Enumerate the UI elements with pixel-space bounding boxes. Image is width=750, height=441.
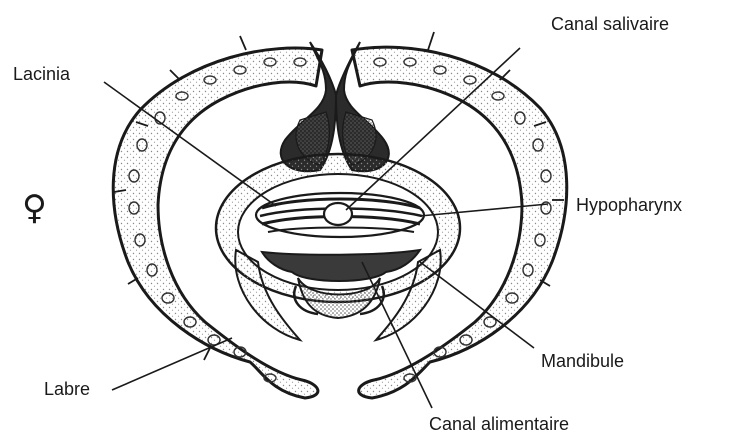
- leader-labre: [112, 338, 232, 390]
- label-canal-salivaire: Canal salivaire: [551, 14, 669, 34]
- label-labre: Labre: [44, 379, 90, 399]
- female-symbol-icon: ♀: [22, 190, 47, 226]
- label-mandibule: Mandibule: [541, 351, 624, 371]
- label-hypopharynx: Hypopharynx: [576, 195, 682, 215]
- label-canal-alimentaire: Canal alimentaire: [429, 414, 569, 434]
- hypopharynx: [256, 193, 424, 237]
- label-lacinia: Lacinia: [13, 64, 70, 84]
